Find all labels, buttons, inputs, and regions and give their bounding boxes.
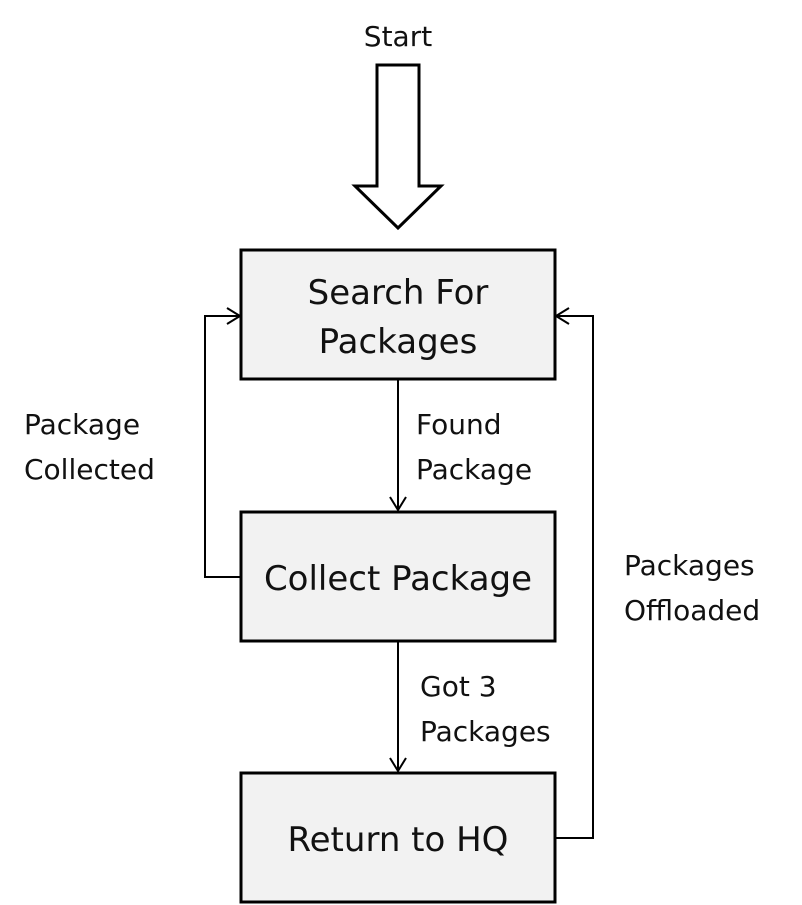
transition-label-got3-line1: Got 3	[420, 670, 497, 703]
transition-label-offloaded-line2: Offloaded	[624, 594, 760, 627]
state-box-collect	[239, 510, 557, 643]
state-return-to-hq: Return to HQ	[239, 771, 557, 904]
transition-label-got3-line2: Packages	[420, 715, 551, 748]
transition-packages-offloaded: Packages Offloaded	[554, 307, 760, 839]
connector-collect-to-search	[204, 315, 241, 578]
transition-found-package: Found Package	[389, 380, 532, 512]
transition-package-collected: Package Collected	[24, 307, 242, 578]
transition-label-found-line1: Found	[416, 408, 502, 441]
start-label: Start	[364, 20, 432, 53]
transition-label-found-line2: Package	[416, 453, 532, 486]
transition-label-collected-line2: Collected	[24, 453, 155, 486]
arrowhead-down-icon	[389, 496, 407, 512]
arrowhead-left-icon	[554, 307, 570, 325]
state-box-search	[239, 248, 557, 381]
transition-label-collected-line1: Package	[24, 408, 140, 441]
state-label-return: Return to HQ	[288, 820, 509, 860]
start-arrow-icon	[351, 63, 445, 231]
connector-return-to-search	[556, 315, 594, 839]
state-label-search-line1: Search For	[308, 273, 489, 313]
state-search-for-packages: Search For Packages	[239, 248, 557, 381]
transition-label-offloaded-line1: Packages	[624, 549, 755, 582]
arrowhead-down-icon	[389, 757, 407, 773]
arrowhead-right-icon	[226, 307, 242, 325]
state-collect-package: Collect Package	[239, 510, 557, 643]
transition-got-3-packages: Got 3 Packages	[389, 642, 551, 773]
state-label-collect: Collect Package	[264, 559, 532, 599]
state-box-return	[239, 771, 557, 904]
state-label-search-line2: Packages	[319, 322, 478, 362]
